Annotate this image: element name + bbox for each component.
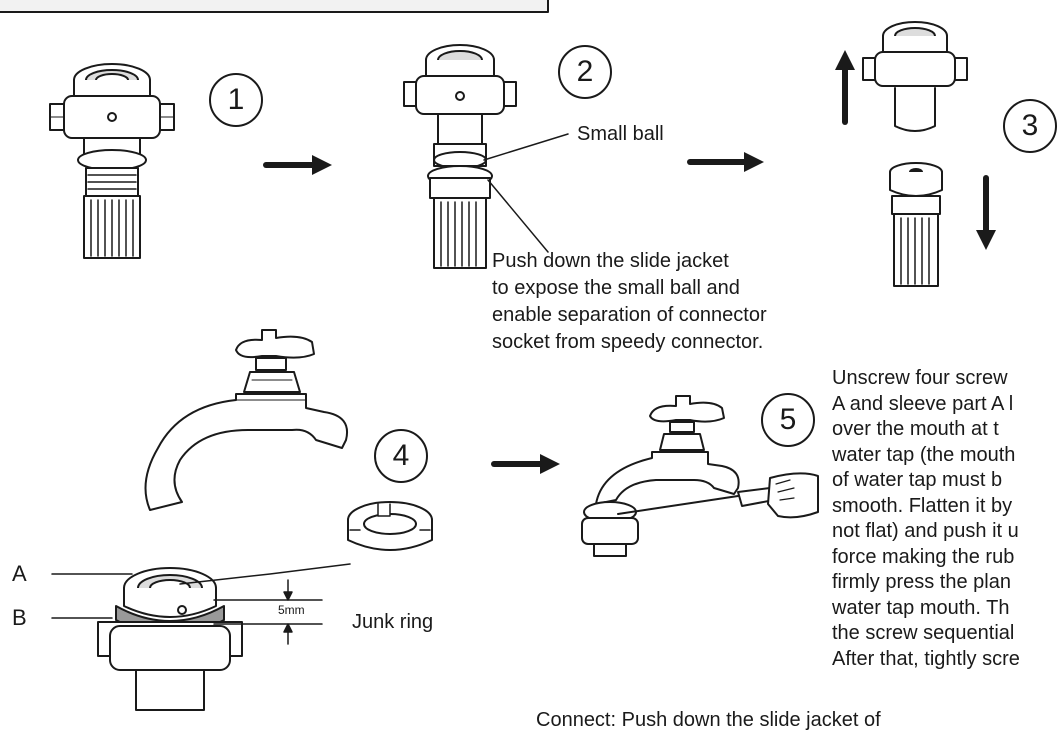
connector-socket-illustration [862,21,968,132]
part-b-label: B [12,605,27,630]
step-number-5: 5 [779,403,797,436]
connect-instruction: Connect: Push down the slide jacket of [536,709,881,731]
junk-ring-label: Junk ring [352,611,434,633]
part-a-label: A [12,561,27,586]
step-circle-5 [761,393,815,447]
arrow-right-icon [491,454,560,474]
water-tap-illustration [144,329,348,511]
small-ball-leader [483,133,569,161]
arrow-down-icon [976,175,996,250]
arrow-right-icon [263,155,332,175]
arrow-right-icon [687,152,764,172]
dimension-marker [213,579,323,645]
step-number-1: 1 [227,83,245,116]
push-down-instruction: Push down the slide jacket to expose the… [492,250,767,353]
connector-1-illustration [49,63,175,259]
step-circle-1 [209,73,263,127]
slide-jacket-leader [487,179,549,253]
connector-2-illustration [403,44,517,269]
header-box [0,0,549,13]
step-number-3: 3 [1021,109,1039,142]
tap-connector-illustration [97,567,243,711]
step-circle-2 [558,45,612,99]
tap-assembly-illustration [581,395,740,557]
step-circle-3 [1003,99,1057,153]
junk-ring-leader [179,563,351,585]
speedy-connector-illustration [889,162,943,287]
diagram-canvas [0,0,1057,711]
arrow-up-icon [835,50,855,125]
step-circle-4 [374,429,428,483]
small-ball-label: Small ball [577,123,664,145]
junk-ring-illustration [347,501,433,551]
step-number-4: 4 [392,439,410,472]
step-number-2: 2 [576,55,594,88]
unscrew-instruction: Unscrew four screw A and sleeve part A l… [832,367,1020,670]
dimension-label: 5mm [278,603,305,617]
screwdriver-hand-illustration [617,472,819,519]
